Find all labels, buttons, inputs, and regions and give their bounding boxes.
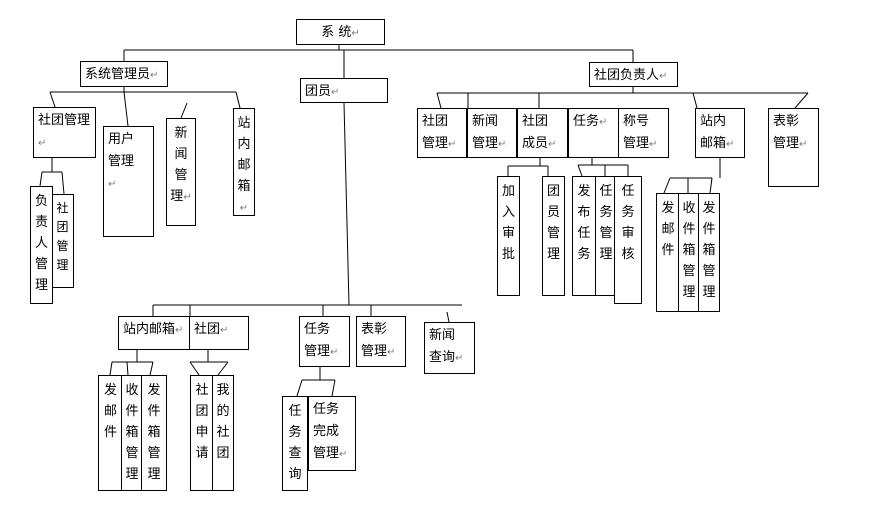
sa-mailbox-label: 站内邮箱 (237, 116, 251, 194)
ld-publish-task-label: 发布任务 (577, 184, 591, 262)
leader-label: 社团负责人 (594, 68, 660, 83)
ld-club-members-node: 社团成员↵ (517, 108, 568, 158)
ld-club-mgmt-label: 社团管理 (422, 114, 449, 151)
mb-commend-mgmt-node: 表彰管理↵ (356, 316, 406, 367)
member-node: 团员↵ (300, 78, 388, 103)
mb-inbox-mgmt-node: 收件箱管理 (121, 375, 143, 491)
sysadmin-node: 系统管理员↵ (80, 61, 168, 87)
return-mark: ↵ (351, 28, 360, 39)
return-mark: ↵ (38, 138, 47, 149)
mb-task-done-label: 任务完成管理 (313, 402, 340, 461)
ld-join-approval-label: 加入审批 (501, 184, 515, 262)
ld-title-mgmt-label: 称号管理 (623, 114, 650, 151)
ld-task-review-node: 任务审核 (614, 176, 642, 304)
return-mark: ↵ (150, 70, 159, 81)
ld-task-mgmt-label: 任务管理 (599, 184, 613, 262)
mb-my-club-label: 我的社团 (216, 383, 230, 461)
sa-user-mgmt-node: 用户管理 ↵ (103, 126, 154, 237)
member-label: 团员 (305, 84, 332, 99)
mb-send-mail-node: 发邮件 (98, 375, 123, 491)
return-mark: ↵ (649, 139, 658, 150)
sa-club-sub-node: 社团管理 (51, 194, 74, 288)
ld-member-mgmt-node: 团员管理 (542, 176, 565, 296)
return-mark: ↵ (330, 347, 339, 358)
return-mark: ↵ (387, 347, 396, 358)
ld-task-node: 任务↵ (568, 108, 619, 158)
ld-commend-node: 表彰管理↵ (768, 108, 819, 187)
sa-news-mgmt-label: 新闻管理 (170, 126, 188, 204)
ld-news-mgmt-node: 新闻管理↵ (467, 108, 517, 158)
return-mark: ↵ (726, 139, 735, 150)
return-mark: ↵ (183, 192, 192, 203)
sa-news-mgmt-node: 新闻管理↵ (166, 118, 196, 226)
ld-commend-label: 表彰管理 (773, 114, 800, 151)
return-mark: ↵ (339, 449, 348, 460)
mb-commend-mgmt-label: 表彰管理 (361, 322, 388, 359)
ld-task-label: 任务 (573, 114, 600, 129)
ld-mailbox-label: 站内邮箱 (700, 114, 727, 151)
sysadmin-label: 系统管理员 (85, 67, 151, 82)
return-mark: ↵ (108, 179, 117, 190)
mb-task-query-node: 任务查询 (282, 396, 308, 491)
ld-title-mgmt-node: 称号管理↵ (618, 108, 669, 158)
mb-outbox-mgmt-node: 发件箱管理 (141, 375, 167, 491)
return-mark: ↵ (498, 139, 507, 150)
mb-news-query-label: 新闻查询 (429, 328, 456, 365)
sa-head-mgmt-node: 负责人管理 (30, 186, 53, 304)
return-mark: ↵ (448, 139, 457, 150)
sa-club-mgmt-label: 社团管理 (38, 113, 91, 128)
mb-task-mgmt-label: 任务管理 (304, 322, 331, 359)
ld-send-mail-node: 发邮件 (656, 193, 680, 312)
mb-my-club-node: 我的社团 (212, 375, 234, 491)
mb-club-node: 社团↵ (189, 316, 249, 350)
mb-task-query-label: 任务查询 (288, 404, 302, 482)
ld-news-mgmt-label: 新闻管理 (472, 114, 499, 151)
ld-join-approval-node: 加入审批 (497, 176, 520, 296)
mb-club-label: 社团 (194, 322, 221, 337)
ld-inbox-mgmt-node: 收件箱管理 (678, 193, 700, 312)
mb-club-apply-label: 社团申请 (195, 383, 209, 461)
return-mark: ↵ (548, 139, 557, 150)
return-mark: ↵ (331, 87, 340, 98)
mb-task-done-node: 任务完成管理↵ (308, 396, 356, 471)
mb-mailbox-node: 站内邮箱↵ (118, 316, 190, 350)
ld-club-members-label: 社团成员 (522, 114, 549, 151)
ld-mailbox-node: 站内邮箱↵ (695, 108, 745, 158)
sa-user-mgmt-label: 用户管理 (108, 132, 135, 169)
sa-mailbox-node: 站内邮箱 ↵ (233, 108, 255, 216)
sa-club-sub-label: 社团管理 (56, 201, 69, 272)
mb-task-mgmt-node: 任务管理↵ (299, 316, 350, 367)
ld-inbox-mgmt-label: 收件箱管理 (682, 201, 696, 300)
ld-member-mgmt-label: 团员管理 (546, 184, 560, 262)
mb-news-query-node: 新闻查询↵ (424, 322, 475, 374)
mb-club-apply-node: 社团申请 (190, 375, 214, 491)
root-node: 系 统↵ (296, 19, 385, 45)
return-mark: ↵ (799, 139, 808, 150)
return-mark: ↵ (455, 353, 464, 364)
mb-mailbox-label: 站内邮箱 (123, 322, 176, 337)
return-mark: ↵ (175, 325, 184, 336)
ld-club-mgmt-node: 社团管理↵ (417, 108, 467, 158)
ld-publish-task-node: 发布任务 (572, 176, 596, 296)
mb-inbox-mgmt-label: 收件箱管理 (125, 383, 139, 482)
ld-outbox-mgmt-node: 发件箱管理 (698, 193, 720, 312)
return-mark: ↵ (599, 117, 608, 128)
ld-outbox-mgmt-label: 发件箱管理 (702, 201, 716, 300)
mb-send-mail-label: 发邮件 (103, 383, 117, 440)
return-mark: ↵ (659, 71, 668, 82)
sa-club-mgmt-node: 社团管理 ↵ (33, 107, 96, 158)
root-label: 系 统 (321, 25, 352, 40)
sa-head-mgmt-label: 负责人管理 (34, 194, 48, 293)
ld-send-mail-label: 发邮件 (661, 201, 675, 258)
return-mark: ↵ (239, 203, 249, 214)
leader-node: 社团负责人↵ (589, 62, 678, 87)
return-mark: ↵ (220, 325, 229, 336)
mb-outbox-mgmt-label: 发件箱管理 (147, 383, 161, 482)
ld-task-review-label: 任务审核 (621, 184, 635, 262)
